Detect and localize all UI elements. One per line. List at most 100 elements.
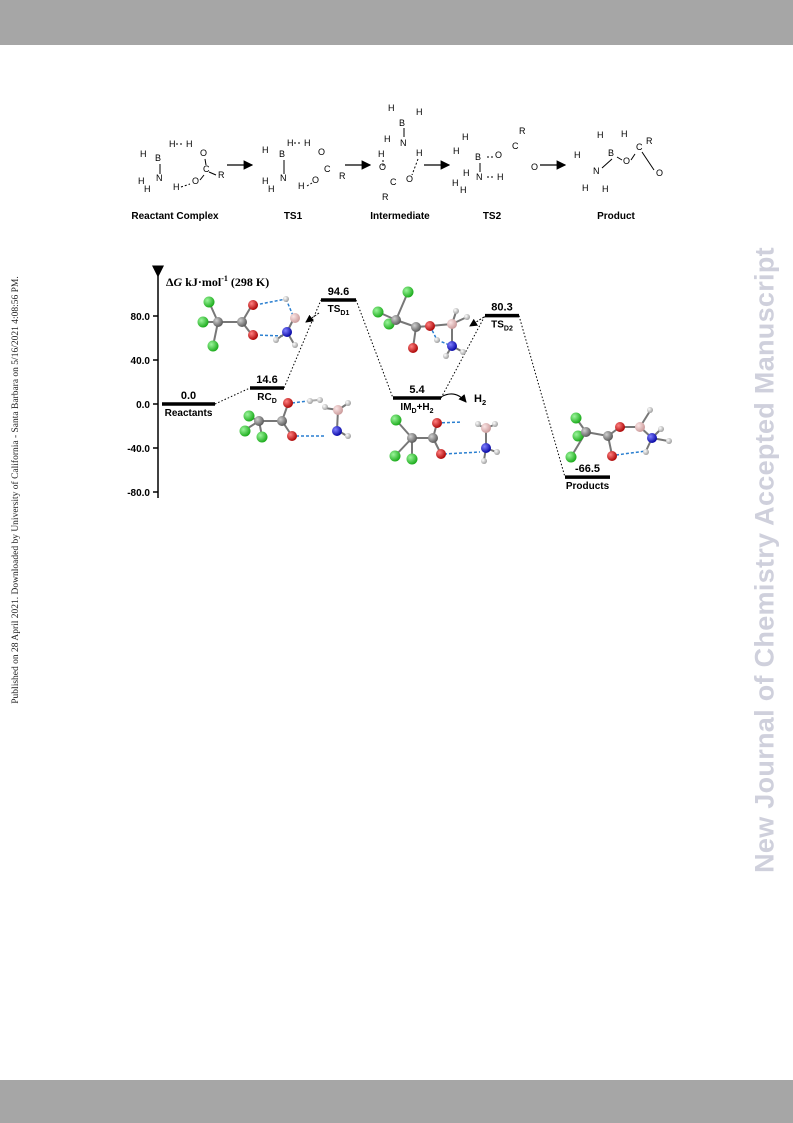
svg-text:N: N	[156, 173, 163, 183]
svg-text:O: O	[623, 156, 630, 166]
hydrogen-atom	[317, 397, 323, 403]
chlorine-atom	[406, 453, 418, 465]
level-label: RCD	[257, 392, 277, 405]
hydrogen-atom	[292, 342, 298, 348]
hydrogen-atom	[464, 314, 470, 320]
svg-text:R: R	[519, 126, 526, 136]
svg-text:B: B	[279, 149, 285, 159]
svg-text:O: O	[406, 174, 413, 184]
carbon-atom	[581, 427, 591, 437]
boron-atom	[290, 313, 300, 323]
scheme-label-intermediate: Intermediate	[370, 211, 430, 222]
carbon-atom	[237, 317, 247, 327]
y-tick-label: -40.0	[127, 444, 150, 455]
carbon-atom	[277, 416, 287, 426]
svg-text:H: H	[602, 184, 609, 194]
energy-levels: 0.0Reactants14.6RCD94.6TSD15.4IMD+H280.3…	[162, 286, 610, 492]
hydrogen-atom	[658, 426, 664, 432]
hydrogen-atom	[643, 449, 649, 455]
hydrogen-atom	[443, 353, 449, 359]
svg-text:H: H	[452, 178, 459, 188]
svg-text:H: H	[186, 139, 193, 149]
chlorine-atom	[203, 296, 215, 308]
scheme-label-ts1: TS1	[284, 211, 303, 222]
chlorine-atom	[570, 412, 582, 424]
oxygen-atom	[432, 418, 442, 428]
svg-text:R: R	[382, 192, 389, 202]
molecule-im-d	[389, 414, 500, 465]
svg-text:R: R	[646, 136, 653, 146]
oxygen-atom	[607, 451, 617, 461]
h2-label: H2	[474, 393, 486, 407]
svg-text:H: H	[416, 148, 423, 158]
carbon-atom	[603, 431, 613, 441]
hydrogen-atom	[475, 421, 481, 427]
chlorine-atom	[565, 451, 577, 463]
svg-text:O: O	[192, 176, 199, 186]
hydrogen-atom	[481, 458, 487, 464]
hydrogen-atom	[307, 398, 313, 404]
energy-value: 5.4	[409, 384, 425, 396]
svg-text:O: O	[495, 150, 502, 160]
level-label: TSD2	[491, 320, 513, 333]
svg-text:O: O	[312, 175, 319, 185]
oxygen-atom	[283, 398, 293, 408]
chlorine-atom	[572, 430, 584, 442]
svg-text:C: C	[203, 164, 210, 174]
chlorine-atom	[390, 414, 402, 426]
chlorine-atom	[243, 410, 255, 422]
oxygen-atom	[408, 343, 418, 353]
svg-text:R: R	[218, 170, 225, 180]
svg-text:H: H	[262, 145, 269, 155]
nitrogen-atom	[647, 433, 657, 443]
energy-value: -66.5	[575, 463, 600, 475]
svg-text:H: H	[621, 129, 628, 139]
svg-text:C: C	[636, 142, 643, 152]
hydrogen-atom	[273, 337, 279, 343]
svg-text:H: H	[169, 139, 176, 149]
molecule-ts-d1	[197, 296, 300, 352]
boron-atom	[447, 319, 457, 329]
svg-text:N: N	[593, 166, 600, 176]
svg-text:O: O	[200, 148, 207, 158]
svg-text:H: H	[298, 181, 305, 191]
y-tick-label: 80.0	[131, 312, 151, 323]
svg-text:H: H	[416, 107, 423, 117]
scheme-label-reactant-complex: Reactant Complex	[131, 211, 219, 222]
chlorine-atom	[197, 316, 209, 328]
svg-text:C: C	[324, 164, 331, 174]
hydrogen-atom	[283, 296, 289, 302]
hydrogen-atom	[434, 337, 440, 343]
hydrogen-atom	[453, 308, 459, 314]
svg-text:N: N	[280, 173, 287, 183]
level-label: TSD1	[328, 304, 350, 317]
chlorine-atom	[389, 450, 401, 462]
svg-text:H: H	[304, 138, 311, 148]
svg-text:R: R	[339, 171, 346, 181]
oxygen-atom	[615, 422, 625, 432]
boron-atom	[635, 422, 645, 432]
ts1-pointer-arrow	[305, 312, 320, 323]
energy-value: 80.3	[491, 302, 512, 314]
svg-text:B: B	[608, 148, 614, 158]
svg-text:H: H	[378, 149, 385, 159]
boron-atom	[333, 405, 343, 415]
svg-text:H: H	[384, 134, 391, 144]
carbon-atom	[407, 433, 417, 443]
chlorine-atom	[372, 306, 384, 318]
molecule-rc-d	[239, 397, 351, 443]
svg-text:H: H	[138, 176, 145, 186]
carbon-atom	[254, 416, 264, 426]
level-connectors	[214, 299, 566, 478]
nitrogen-atom	[332, 426, 342, 436]
svg-text:H: H	[262, 176, 269, 186]
hydrogen-atom	[345, 433, 351, 439]
chlorine-atom	[402, 286, 414, 298]
svg-text:C: C	[512, 141, 519, 151]
svg-text:C: C	[390, 177, 397, 187]
svg-text:O: O	[531, 162, 538, 172]
